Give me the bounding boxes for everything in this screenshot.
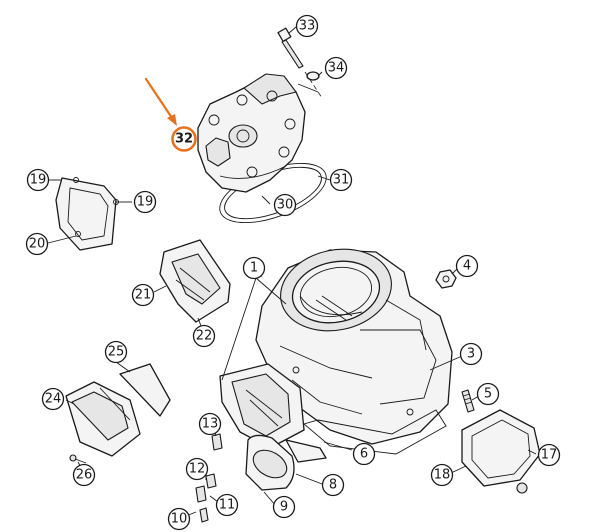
callout-22: 22 <box>192 324 216 348</box>
svg-text:22: 22 <box>196 329 213 344</box>
svg-text:21: 21 <box>135 288 152 303</box>
svg-text:13: 13 <box>202 417 219 432</box>
callout-34: 34 <box>324 56 348 80</box>
callout-30: 30 <box>273 193 297 217</box>
intake-manifold <box>219 363 327 491</box>
svg-text:34: 34 <box>328 61 345 76</box>
svg-text:31: 31 <box>333 173 350 188</box>
svg-text:18: 18 <box>434 468 451 483</box>
svg-text:30: 30 <box>277 198 294 213</box>
callout-26: 26 <box>72 463 96 487</box>
callout-31: 31 <box>329 168 353 192</box>
callout-32-highlighted: 32 <box>171 126 197 152</box>
svg-text:20: 20 <box>29 237 46 252</box>
callout-6: 6 <box>352 442 376 466</box>
callout-9: 9 <box>272 495 296 519</box>
callout-10: 10 <box>167 507 191 531</box>
callout-18: 18 <box>430 463 454 487</box>
exhaust-cover <box>55 177 119 251</box>
callout-19-left: 19 <box>26 168 50 192</box>
screw <box>69 454 87 464</box>
callout-25: 25 <box>104 340 128 364</box>
svg-text:6: 6 <box>360 447 368 462</box>
svg-text:10: 10 <box>171 512 188 527</box>
svg-text:19: 19 <box>137 195 154 210</box>
stud <box>461 389 475 413</box>
callouts: 1 3 4 5 6 8 9 10 <box>25 14 561 531</box>
svg-text:3: 3 <box>467 347 475 362</box>
callout-13: 13 <box>198 412 222 436</box>
callout-1: 1 <box>242 256 266 280</box>
callout-33: 33 <box>295 14 319 38</box>
svg-text:19: 19 <box>30 173 47 188</box>
svg-text:24: 24 <box>45 392 62 407</box>
nut <box>435 269 457 289</box>
callout-19-right: 19 <box>133 190 157 214</box>
svg-text:26: 26 <box>76 468 93 483</box>
svg-text:25: 25 <box>108 345 125 360</box>
callout-4: 4 <box>455 254 479 278</box>
svg-text:9: 9 <box>280 500 288 515</box>
svg-text:17: 17 <box>541 448 558 463</box>
cylinder <box>255 248 453 455</box>
callout-5: 5 <box>476 382 500 406</box>
highlight-arrow <box>144 77 177 126</box>
reed-valve <box>65 363 171 457</box>
cylinder-head <box>197 27 327 224</box>
bolts-small <box>195 433 223 523</box>
svg-text:32: 32 <box>175 132 193 147</box>
callout-12: 12 <box>185 457 209 481</box>
callout-17: 17 <box>537 443 561 467</box>
svg-text:8: 8 <box>329 478 337 493</box>
callout-11: 11 <box>215 493 239 517</box>
svg-text:11: 11 <box>219 498 236 513</box>
callout-3: 3 <box>459 342 483 366</box>
callout-24: 24 <box>41 387 65 411</box>
svg-text:1: 1 <box>250 261 258 276</box>
callout-20: 20 <box>25 232 49 256</box>
svg-text:12: 12 <box>189 462 206 477</box>
exhaust-control-cover <box>461 409 541 494</box>
exhaust-flap <box>159 239 231 323</box>
svg-text:4: 4 <box>463 259 471 274</box>
callout-21: 21 <box>131 283 155 307</box>
svg-text:33: 33 <box>299 19 316 34</box>
callout-8: 8 <box>321 473 345 497</box>
svg-text:5: 5 <box>484 387 492 402</box>
